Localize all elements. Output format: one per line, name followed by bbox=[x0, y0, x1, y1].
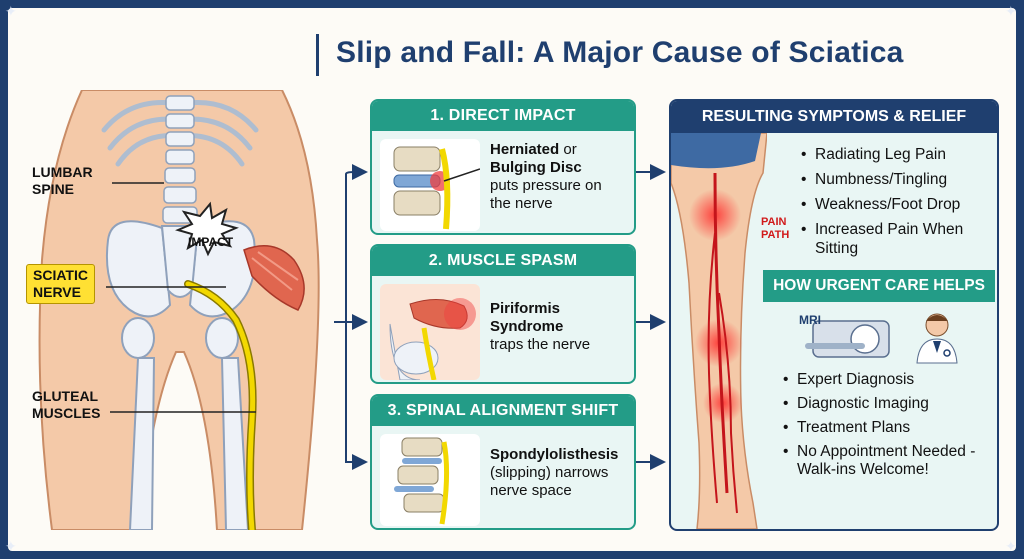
doctor-icon bbox=[916, 313, 958, 364]
panel-spinal-alignment-shift: 3. SPINAL ALIGNMENT SHIFT Spondylolisthe… bbox=[370, 394, 636, 530]
mri-label: MRI bbox=[799, 313, 821, 327]
label-sciatic-nerve: SCIATIC NERVE bbox=[26, 264, 95, 304]
herniated-disc-icon bbox=[380, 139, 480, 231]
list-item: Expert Diagnosis bbox=[783, 371, 993, 389]
panel-text-bold: Piriformis bbox=[490, 300, 561, 317]
panel-text: puts pressure on the nerve bbox=[490, 177, 602, 212]
panel-text-bold: Spondylolisthesis bbox=[490, 446, 619, 463]
label-impact: IMPACT bbox=[188, 235, 234, 249]
mri-and-doctor-icons bbox=[805, 313, 958, 364]
panel-text-bold: Bulging Disc bbox=[490, 159, 582, 176]
lumbar-spine bbox=[162, 95, 198, 224]
panel-text-bold: Syndrome bbox=[490, 318, 564, 335]
list-item: Diagnostic Imaging bbox=[783, 395, 993, 413]
panel-heading: 3. SPINAL ALIGNMENT SHIFT bbox=[372, 396, 634, 426]
list-item: Weakness/Foot Drop bbox=[801, 195, 991, 214]
title-accent-bar bbox=[316, 34, 319, 76]
list-item: Radiating Leg Pain bbox=[801, 145, 991, 164]
spondylolisthesis-icon bbox=[380, 434, 480, 526]
impact-burst-icon bbox=[175, 201, 239, 257]
panel-muscle-spasm: 2. MUSCLE SPASM Piriformis Syndrome trap… bbox=[370, 244, 636, 384]
label-lumbar-spine: LUMBAR SPINE bbox=[32, 164, 93, 197]
pain-path-label: PAIN PATH bbox=[761, 216, 790, 241]
panel-text-bold: Herniated bbox=[490, 141, 560, 158]
list-item: Numbness/Tingling bbox=[801, 170, 991, 189]
panel-heading: 1. DIRECT IMPACT bbox=[372, 101, 634, 131]
symptoms-heading: RESULTING SYMPTOMS & RELIEF bbox=[671, 101, 997, 133]
label-pointer-lines bbox=[106, 182, 256, 413]
label-gluteal-muscles: GLUTEAL MUSCLES bbox=[32, 388, 101, 421]
page-title: Slip and Fall: A Major Cause of Sciatica bbox=[336, 36, 904, 69]
corner-star-icon: ✦ bbox=[5, 539, 17, 555]
panel-text: (slipping) narrows nerve space bbox=[490, 464, 609, 499]
piriformis-muscle-icon bbox=[380, 284, 480, 380]
leg-pain-illustration bbox=[671, 133, 767, 529]
panel-direct-impact: 1. DIRECT IMPACT Herniated or Bulging Di… bbox=[370, 99, 636, 235]
urgent-care-heading: HOW URGENT CARE HELPS bbox=[763, 270, 995, 302]
panel-heading: 2. MUSCLE SPASM bbox=[372, 246, 634, 276]
corner-star-icon: ✦ bbox=[1005, 539, 1017, 555]
corner-star-icon: ✦ bbox=[5, 4, 17, 20]
connector-arrows bbox=[334, 164, 666, 470]
gluteal-muscle bbox=[243, 245, 305, 311]
panel-text: traps the nerve bbox=[490, 336, 591, 353]
urgent-care-list: Expert Diagnosis Diagnostic Imaging Trea… bbox=[783, 371, 993, 485]
pelvis-anatomy-illustration bbox=[38, 90, 320, 530]
list-item: No Appointment Needed - Walk-ins Welcome… bbox=[783, 443, 993, 479]
list-item: Increased Pain When Sitting bbox=[801, 220, 991, 258]
mri-scanner-icon bbox=[805, 320, 890, 358]
corner-star-icon: ✦ bbox=[1005, 4, 1017, 20]
symptoms-relief-panel: RESULTING SYMPTOMS & RELIEF Radiating Le… bbox=[669, 99, 999, 531]
list-item: Treatment Plans bbox=[783, 419, 993, 437]
panel-text: or bbox=[559, 141, 577, 158]
sciatic-nerve-line bbox=[185, 281, 256, 530]
symptoms-list: Radiating Leg Pain Numbness/Tingling Wea… bbox=[801, 145, 991, 264]
pelvis-bone bbox=[106, 220, 256, 530]
